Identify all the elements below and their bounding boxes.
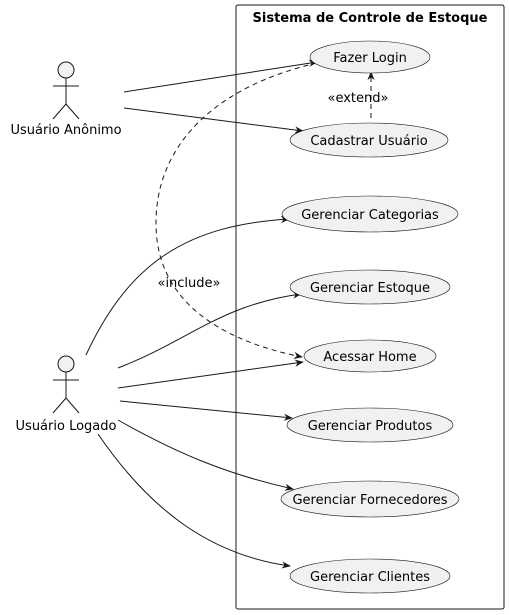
edge-logged-clientes xyxy=(97,433,291,569)
edges xyxy=(85,59,375,569)
actor-anonymous-figure xyxy=(52,61,80,120)
use-case-categorias-label: Gerenciar Categorias xyxy=(301,208,439,223)
system-boundary: Sistema de Controle de Estoque xyxy=(235,4,505,610)
actor-logged-figure xyxy=(52,355,80,414)
actor-anonymous: Usuário Anônimo xyxy=(10,61,122,138)
actor-logged-label: Usuário Logado xyxy=(16,419,117,434)
extend-label: «extend» xyxy=(328,91,389,106)
use-case-cadastrar: Cadastrar Usuário xyxy=(289,122,449,158)
use-case-fornecedores: Gerenciar Fornecedores xyxy=(280,480,460,518)
edge-logged-produtos xyxy=(119,400,293,421)
use-case-estoque-label: Gerenciar Estoque xyxy=(310,281,430,296)
actor-logged: Usuário Logado xyxy=(16,355,117,434)
use-case-produtos-label: Gerenciar Produtos xyxy=(308,419,433,434)
use-case-clientes-label: Gerenciar Clientes xyxy=(310,570,430,585)
use-case-login-label: Fazer Login xyxy=(333,51,407,66)
edge-logged-home xyxy=(117,359,304,389)
use-case-fornecedores-label: Gerenciar Fornecedores xyxy=(292,493,447,508)
use-case-cadastrar-label: Cadastrar Usuário xyxy=(310,134,427,149)
use-case-produtos: Gerenciar Produtos xyxy=(286,407,454,443)
use-case-categorias: Gerenciar Categorias xyxy=(281,195,459,233)
use-case-clientes: Gerenciar Clientes xyxy=(289,558,451,594)
use-case-home-label: Acessar Home xyxy=(323,350,416,365)
system-title: Sistema de Controle de Estoque xyxy=(253,11,488,26)
use-case-estoque: Gerenciar Estoque xyxy=(289,269,451,305)
edge-anon-login xyxy=(123,59,318,93)
use-case-login: Fazer Login xyxy=(309,40,431,74)
edge-include xyxy=(155,62,318,359)
edge-anon-cadastrar xyxy=(123,107,304,134)
edge-logged-estoque xyxy=(117,291,302,369)
use-case-home: Acessar Home xyxy=(303,339,437,373)
edge-logged-categorias xyxy=(85,215,290,356)
include-label: «include» xyxy=(157,276,220,291)
edge-logged-fornecedores xyxy=(117,419,294,491)
actor-anonymous-label: Usuário Anônimo xyxy=(10,123,121,138)
